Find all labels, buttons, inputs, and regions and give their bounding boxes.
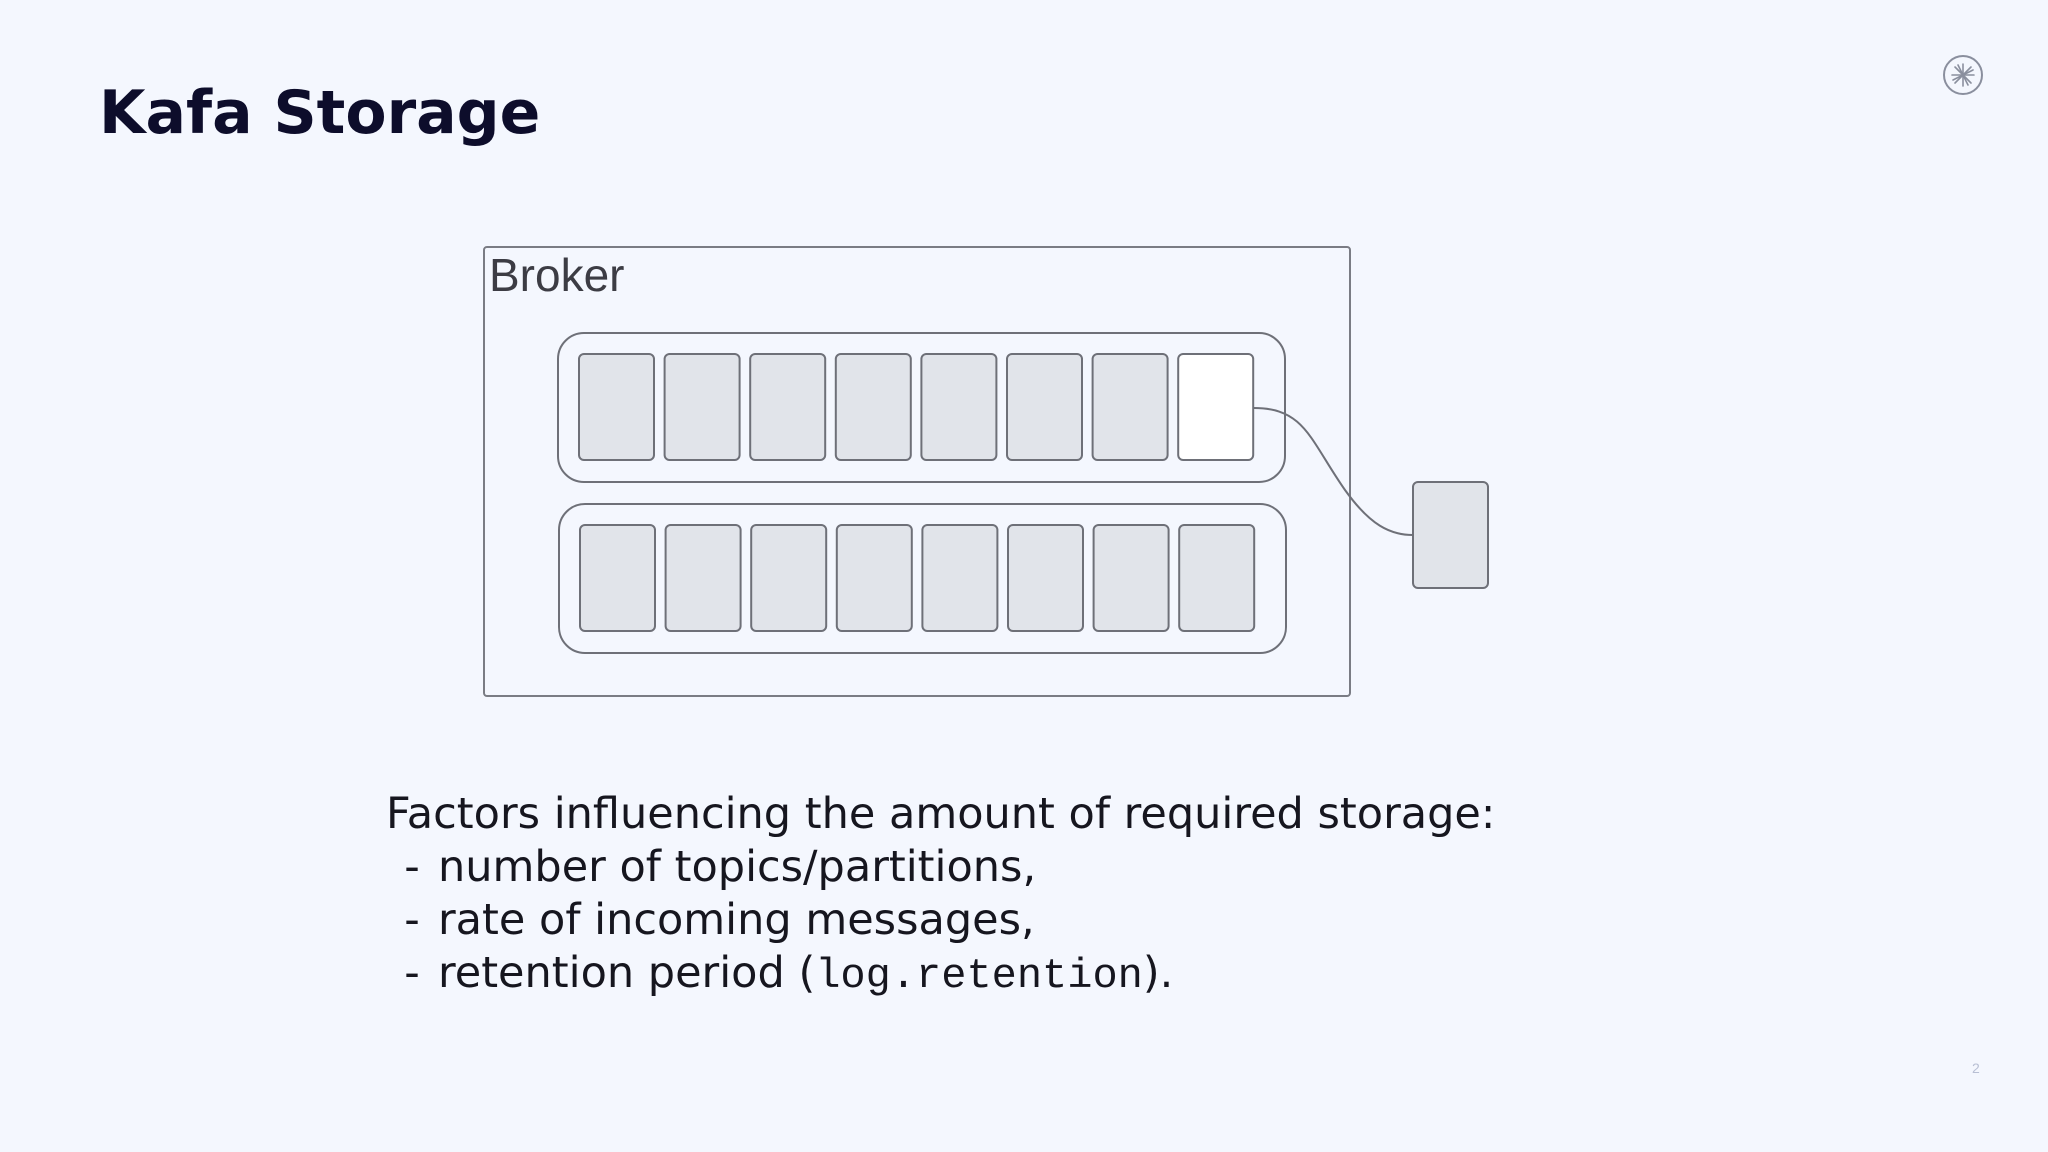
offload-connector bbox=[1253, 407, 1414, 536]
bullet-dash: - bbox=[404, 842, 420, 892]
config-key-code: log.retention bbox=[815, 952, 1143, 1000]
bullet-dash: - bbox=[404, 895, 420, 945]
log-segment bbox=[1007, 524, 1084, 632]
log-segment bbox=[1006, 353, 1083, 461]
bullet-text-end: ). bbox=[1142, 948, 1174, 998]
log-segment bbox=[835, 524, 913, 632]
log-segment bbox=[750, 524, 828, 632]
partition-row-2 bbox=[558, 503, 1287, 654]
bullet-message-rate: - rate of incoming messages, bbox=[386, 894, 1495, 947]
log-segment bbox=[1092, 524, 1170, 632]
active-segment bbox=[1177, 353, 1255, 461]
partition-row-1 bbox=[557, 332, 1286, 483]
bullet-dash: - bbox=[404, 948, 420, 998]
bullet-text: number of topics/partitions, bbox=[438, 842, 1037, 892]
external-segment bbox=[1412, 481, 1489, 589]
slide-title: Kafa Storage bbox=[99, 78, 541, 148]
bullet-topics-partitions: - number of topics/partitions, bbox=[386, 841, 1495, 894]
bullet-retention-period: - retention period (log.retention). bbox=[386, 947, 1495, 1003]
log-segment bbox=[663, 353, 741, 461]
log-segment bbox=[920, 353, 998, 461]
log-segment bbox=[834, 353, 912, 461]
partition-row-1-segments bbox=[578, 353, 1255, 461]
confluent-logo-icon bbox=[1943, 55, 1983, 95]
broker-box bbox=[483, 246, 1351, 697]
bullet-text: retention period ( bbox=[438, 948, 816, 998]
log-segment bbox=[1091, 353, 1169, 461]
log-segment bbox=[579, 524, 656, 632]
log-segment bbox=[1178, 524, 1256, 632]
log-segment bbox=[921, 524, 999, 632]
partition-row-2-segments bbox=[579, 524, 1256, 632]
intro-line: Factors influencing the amount of requir… bbox=[386, 789, 1496, 839]
page-number: 2 bbox=[1972, 1060, 1980, 1076]
storage-factors: Factors influencing the amount of requir… bbox=[386, 788, 1495, 1003]
log-segment bbox=[578, 353, 655, 461]
log-segment bbox=[749, 353, 827, 461]
bullet-text: rate of incoming messages, bbox=[438, 895, 1035, 945]
log-segment bbox=[664, 524, 742, 632]
broker-label: Broker bbox=[489, 249, 624, 301]
